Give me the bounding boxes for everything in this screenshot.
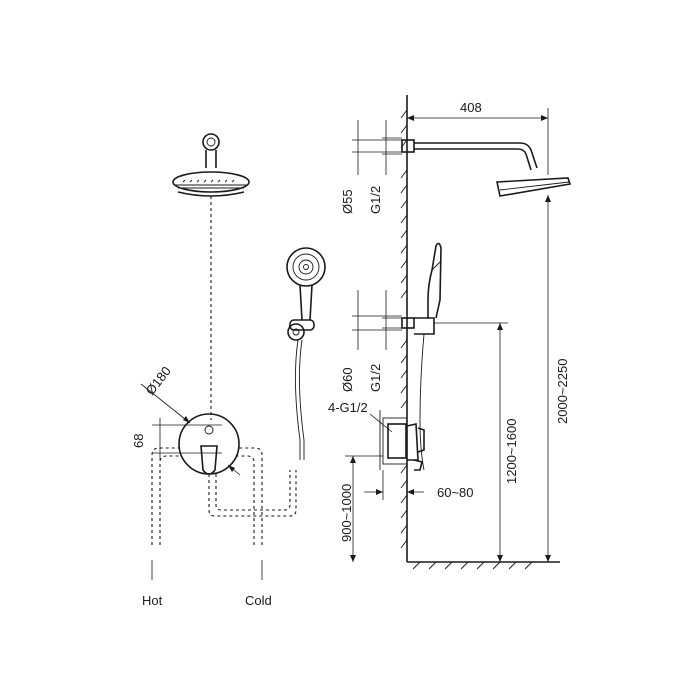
outlet-height-label: 1200~1600 [504, 419, 519, 484]
outlet-thread-label: G1/2 [368, 364, 383, 392]
shower-arm [401, 139, 572, 197]
handshower-front [286, 247, 326, 460]
mixer-diameter-label: Ø180 [143, 364, 174, 398]
flange-thread-label: G1/2 [368, 186, 383, 214]
outlet-diameter-label: Ø60 [340, 367, 355, 392]
mixer-height-label: 68 [131, 434, 146, 448]
valve-depth-label: 60~80 [437, 485, 474, 500]
rain-shower-head [172, 171, 250, 197]
flange-diameter-label: Ø55 [340, 189, 355, 214]
wall-hatching [400, 109, 408, 549]
valve-connections-label: 4-G1/2 [328, 400, 368, 415]
valve-height-label: 900~1000 [339, 484, 354, 542]
side-view: 408 Ø55 G1/2 Ø60 G1/2 4-G1/2 900~1000 [328, 95, 572, 570]
handshower-side [401, 242, 442, 471]
diverter-valve [379, 410, 425, 471]
arm-length-label: 408 [460, 100, 482, 115]
front-view: Ø180 68 Hot Cold [131, 133, 326, 608]
hot-label: Hot [142, 593, 163, 608]
cold-label: Cold [245, 593, 272, 608]
mixer-plate [178, 413, 240, 475]
head-height-label: 2000~2250 [555, 359, 570, 424]
